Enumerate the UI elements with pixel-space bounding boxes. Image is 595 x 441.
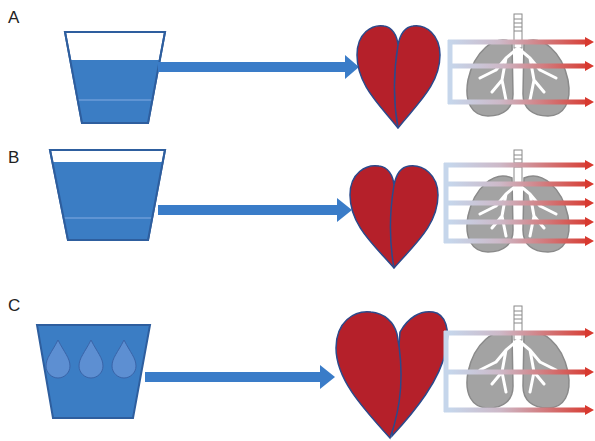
cup-line	[78, 99, 152, 101]
cup-rim	[65, 32, 165, 123]
heart	[357, 26, 440, 128]
water-drop	[79, 340, 103, 378]
flow-arrow-shaft	[158, 205, 338, 215]
pipe-vertical	[448, 40, 453, 104]
water-fill	[52, 162, 163, 240]
heart-septum	[390, 185, 394, 268]
pipe-flow	[444, 333, 586, 410]
flow-arrow-head	[320, 365, 335, 389]
heart-septum	[394, 45, 398, 128]
panel-label: B	[8, 148, 19, 168]
flow-arrow-shaft	[145, 372, 321, 382]
heart-left-lobe	[336, 312, 401, 438]
panel-label: A	[8, 8, 19, 28]
water-fill	[70, 60, 160, 123]
heart	[350, 166, 438, 268]
pipe-flow	[444, 165, 586, 241]
cup-outline	[65, 32, 165, 123]
panel-label: C	[8, 296, 20, 316]
water-drop	[46, 340, 70, 378]
cup-full	[37, 325, 150, 418]
pipe-flow	[448, 42, 586, 102]
water-drop	[112, 340, 136, 378]
flow-head	[585, 37, 594, 107]
flow-head	[585, 328, 594, 415]
cup-rim	[50, 150, 165, 240]
cup-outline	[50, 150, 165, 240]
flow-arrow-shaft	[158, 62, 346, 72]
lungs	[467, 306, 569, 408]
flow-head	[585, 160, 594, 246]
cup-line	[64, 217, 152, 219]
